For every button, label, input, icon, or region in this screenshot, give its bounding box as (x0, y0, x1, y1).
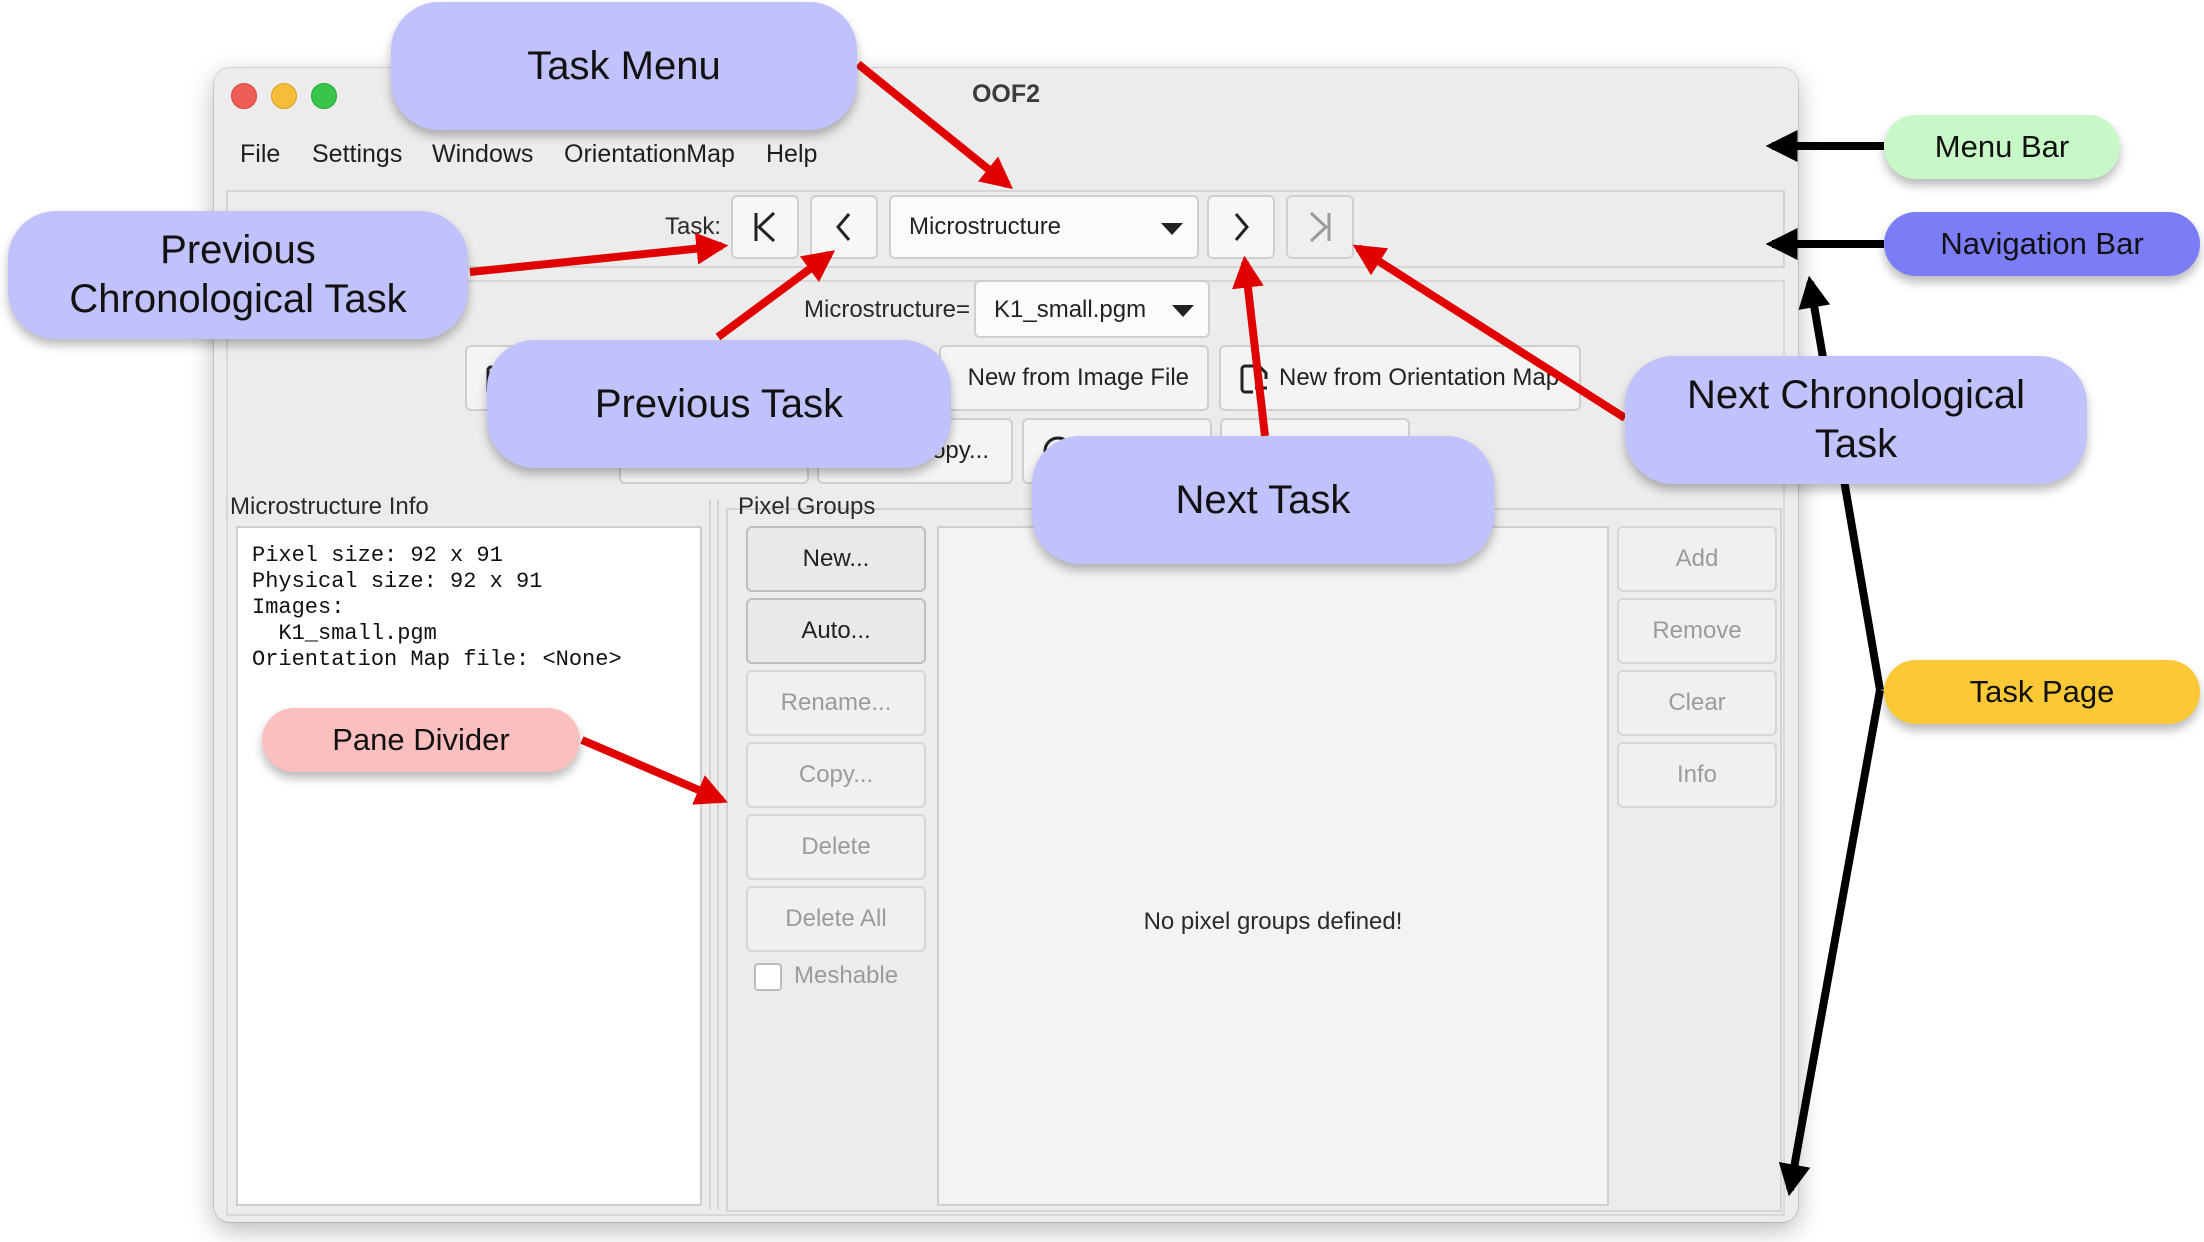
pixel-groups-title: Pixel Groups (738, 493, 876, 520)
clear-button[interactable]: Clear (1617, 670, 1777, 736)
auto-pixel-group-button[interactable]: Auto... (746, 598, 926, 664)
info-line: Images: (252, 595, 345, 620)
callout-previous-task: Previous Task (487, 340, 951, 468)
pixel-group-list[interactable]: No pixel groups defined! (937, 526, 1609, 1206)
chevron-left-icon (836, 213, 851, 241)
info-line: Orientation Map file: <None> (252, 647, 622, 672)
callout-navigation-bar: Navigation Bar (1884, 212, 2200, 276)
caret-down-icon (1172, 305, 1194, 317)
next-task-button[interactable] (1207, 195, 1275, 259)
info-line: K1_small.pgm (252, 621, 437, 646)
callout-previous-task-text: Previous Task (594, 381, 844, 426)
delete-all-pixel-groups-button[interactable]: Delete All (746, 886, 926, 952)
info-line: Physical size: 92 x 91 (252, 569, 543, 594)
arrow-next-task (1232, 255, 1269, 437)
callout-task-page-text: Task Page (1969, 674, 2115, 710)
previous-task-button[interactable] (810, 195, 878, 259)
arrow-previous-task (715, 250, 836, 341)
new-pixel-group-button[interactable]: New... (746, 526, 926, 592)
info-line: Pixel size: 92 x 91 (252, 543, 503, 568)
oof2-window: OOF2 File Settings Windows OrientationMa… (214, 68, 1798, 1222)
delete-pixel-group-button[interactable]: Delete (746, 814, 926, 880)
menu-bar: File Settings Windows OrientationMap Hel… (214, 132, 1798, 176)
menu-help[interactable]: Help (766, 140, 818, 168)
meshable-checkbox[interactable] (754, 963, 782, 991)
rename-pixel-group-button[interactable]: Rename... (746, 670, 926, 736)
title-bar: OOF2 (214, 68, 1798, 120)
menu-settings[interactable]: Settings (312, 140, 403, 168)
callout-task-menu: Task Menu (391, 2, 857, 130)
new-from-image-file-button[interactable]: New from Image File (939, 345, 1209, 411)
close-window-button[interactable] (231, 83, 257, 109)
callout-next-task: Next Task (1032, 436, 1494, 564)
chevron-right-icon (1234, 213, 1249, 241)
callout-pane-divider-text: Pane Divider (332, 722, 510, 758)
new-from-image-file-label: New from Image File (967, 364, 1189, 391)
callout-next-task-text: Next Task (1175, 477, 1351, 522)
callout-menu-bar: Menu Bar (1884, 115, 2120, 179)
menu-orientationmap[interactable]: OrientationMap (564, 140, 735, 168)
microstructure-info-text: Pixel size: 92 x 91 Physical size: 92 x … (236, 526, 702, 1206)
callout-navigation-bar-text: Navigation Bar (1940, 226, 2144, 262)
add-button[interactable]: Add (1617, 526, 1777, 592)
menu-file[interactable]: File (240, 140, 281, 168)
maximize-window-button[interactable] (311, 83, 337, 109)
empty-list-message: No pixel groups defined! (1143, 908, 1403, 935)
next-chronological-task-button[interactable] (1286, 195, 1354, 259)
previous-chronological-task-button[interactable] (731, 195, 799, 259)
arrow-pane-divider (580, 736, 728, 805)
pane-divider[interactable] (709, 500, 719, 1210)
first-task-icon (754, 211, 776, 243)
caret-down-icon (1161, 223, 1183, 235)
task-menu-value: Microstructure (909, 213, 1062, 240)
callout-task-menu-text: Task Menu (527, 43, 721, 88)
task-menu-dropdown[interactable]: Microstructure (889, 195, 1199, 259)
arrow-previous-chrono (469, 232, 729, 276)
minimize-window-button[interactable] (271, 83, 297, 109)
arrow-task-menu (855, 60, 1013, 190)
microstructure-dropdown[interactable]: K1_small.pgm (974, 280, 1210, 338)
microstructure-info-title: Microstructure Info (230, 493, 429, 520)
remove-button[interactable]: Remove (1617, 598, 1777, 664)
info-button[interactable]: Info (1617, 742, 1777, 808)
window-title: OOF2 (971, 80, 1041, 108)
meshable-label: Meshable (794, 962, 899, 989)
arrow-task-page-up (1798, 275, 1884, 691)
menu-windows[interactable]: Windows (432, 140, 534, 168)
last-task-icon (1309, 211, 1331, 243)
microstructure-value: K1_small.pgm (994, 296, 1147, 323)
new-from-orientation-map-label: New from Orientation Map (1279, 364, 1560, 391)
microstructure-label: Microstructure= (804, 296, 971, 323)
arrow-next-chrono (1352, 244, 1628, 422)
callout-task-page: Task Page (1884, 660, 2200, 724)
arrow-task-page-down (1778, 689, 1884, 1197)
callout-pane-divider: Pane Divider (262, 708, 580, 772)
copy-pixel-group-button[interactable]: Copy... (746, 742, 926, 808)
callout-menu-bar-text: Menu Bar (1934, 129, 2070, 165)
